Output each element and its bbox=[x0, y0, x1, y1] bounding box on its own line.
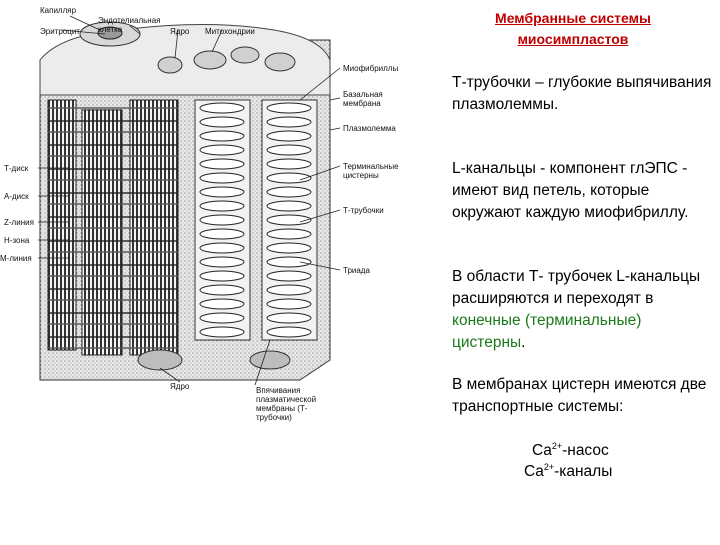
reticulum-coil bbox=[266, 228, 312, 240]
reticulum-coil bbox=[199, 130, 245, 142]
label-a-disc: А-диск bbox=[4, 192, 29, 201]
para3-green-term: конечные (терминальные) цистерны bbox=[452, 312, 642, 351]
reticulum-coil bbox=[266, 312, 312, 324]
reticulum-coils bbox=[199, 102, 312, 338]
paragraph-l-canals: L-канальцы - компонент глЭПС - имеют вид… bbox=[452, 160, 689, 221]
label-myofibrils: Миофибриллы bbox=[343, 64, 399, 73]
reticulum-coil bbox=[266, 130, 312, 142]
para3-text-a: В области Т- трубочек L-канальцы расширя… bbox=[452, 268, 701, 307]
label-invagination: Впячивания плазматической мембраны (Т-тр… bbox=[256, 386, 317, 422]
label-basal-membrane: Базальная мембрана bbox=[343, 90, 383, 108]
reticulum-coil bbox=[199, 116, 245, 128]
label-t-tubules: Т-трубочки bbox=[343, 206, 384, 215]
f2-name: -каналы bbox=[554, 463, 613, 480]
myofibril-bundle-left bbox=[47, 99, 179, 356]
label-h-zone: Н-зона bbox=[4, 236, 30, 245]
reticulum-coil bbox=[266, 158, 312, 170]
mitochondria-group bbox=[157, 46, 296, 74]
reticulum-coil bbox=[199, 200, 245, 212]
reticulum-coil bbox=[266, 102, 312, 114]
reticulum-coil bbox=[199, 186, 245, 198]
label-mitochondria: Митохондрии bbox=[205, 27, 255, 36]
reticulum-coil bbox=[199, 228, 245, 240]
paragraph-t-tubules: Т-трубочки – глубокие выпячивания плазмо… bbox=[452, 74, 712, 113]
para3-text-b: . bbox=[521, 334, 526, 351]
reticulum-coil bbox=[266, 284, 312, 296]
label-triad: Триада bbox=[343, 266, 370, 275]
f2-ca: Ca bbox=[524, 463, 544, 480]
label-m-line: М-линия bbox=[0, 254, 32, 263]
reticulum-coil bbox=[266, 256, 312, 268]
reticulum-coil bbox=[266, 270, 312, 282]
reticulum-coil bbox=[199, 256, 245, 268]
f1-ca: Ca bbox=[532, 442, 552, 459]
text-panel: Мембранные системы миосимпластов Т-трубо… bbox=[436, 0, 720, 540]
reticulum-coil bbox=[266, 116, 312, 128]
label-nucleus-bottom: Ядро bbox=[170, 382, 190, 391]
label-terminal-cisterns: Терминальные цистерны bbox=[343, 162, 399, 180]
slide-title: Мембранные системы миосимпластов bbox=[495, 10, 651, 47]
f1-name: -насос bbox=[562, 442, 609, 459]
paragraph-terminal-cisterns: В области Т- трубочек L-канальцы расширя… bbox=[452, 266, 714, 354]
label-nucleus-top: Ядро bbox=[170, 27, 190, 36]
f1-charge: 2+ bbox=[551, 440, 563, 451]
reticulum-coil bbox=[199, 270, 245, 282]
reticulum-coil bbox=[199, 102, 245, 114]
reticulum-coil bbox=[199, 312, 245, 324]
label-erythrocyte: Эритроцит bbox=[40, 27, 80, 36]
reticulum-coil bbox=[199, 326, 245, 338]
reticulum-coil bbox=[266, 172, 312, 184]
reticulum-coil bbox=[199, 144, 245, 156]
muscle-fiber-drawing bbox=[38, 15, 341, 386]
formula-ca-channels: Ca2+-каналы bbox=[524, 461, 612, 483]
reticulum-coil bbox=[266, 186, 312, 198]
reticulum-coil bbox=[266, 298, 312, 310]
label-capillary: Капилляр bbox=[40, 6, 77, 15]
reticulum-coil bbox=[199, 214, 245, 226]
reticulum-coil bbox=[266, 200, 312, 212]
reticulum-coil bbox=[266, 214, 312, 226]
paragraph-transport-systems: В мембранах цистерн имеются две транспор… bbox=[452, 376, 707, 415]
reticulum-coil bbox=[199, 172, 245, 184]
formula-ca-pump: Ca2+-насос bbox=[532, 440, 609, 462]
label-t-disc: Т-диск bbox=[4, 164, 29, 173]
reticulum-coil bbox=[199, 242, 245, 254]
reticulum-coil bbox=[266, 326, 312, 338]
label-z-line: Z-линия bbox=[4, 218, 34, 227]
reticulum-coil bbox=[266, 242, 312, 254]
label-endothelial-cell: Эндотелиальная клетка bbox=[98, 16, 161, 34]
label-plasmolemma: Плазмолемма bbox=[343, 124, 396, 133]
reticulum-coil bbox=[266, 144, 312, 156]
reticulum-coil bbox=[199, 298, 245, 310]
f2-charge: 2+ bbox=[543, 461, 555, 472]
reticulum-coil bbox=[199, 284, 245, 296]
muscle-fiber-figure: Капилляр Эритроцит Эндотелиальная клетка… bbox=[0, 6, 399, 422]
reticulum-coil bbox=[199, 158, 245, 170]
